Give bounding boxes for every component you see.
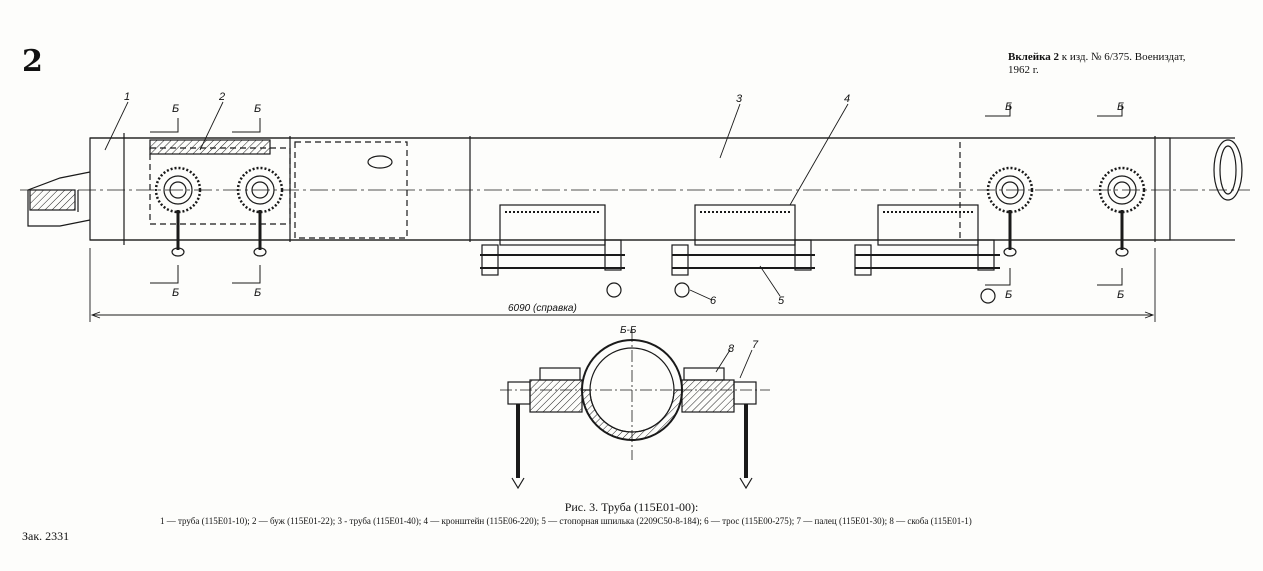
insert-note-line1: к изд. № 6/375. Воениздат, [1059,51,1186,63]
dimension-line [89,248,1156,322]
part-label-5: 5 [778,295,785,307]
clamp-ring-4 [1098,166,1146,257]
part-label-6: 6 [710,295,717,307]
section-mark: Б [172,287,179,299]
page-number: 2 [22,44,43,79]
part-label-2: 2 [218,91,225,103]
section-mark: Б [254,103,261,115]
clamp-ring-1 [154,166,202,257]
part-label-8: 8 [728,343,735,355]
section-arrows [150,104,1123,286]
insert-note: Вклейка 2 к изд. № 6/375. Воениздат, 196… [1008,51,1258,77]
clamp-ring-3 [986,166,1034,257]
tube-body [20,133,1250,245]
section-mark: Б [1117,101,1124,113]
section-view [500,330,770,490]
bracket-1 [480,204,625,298]
insert-note-line2: 1962 г. [1008,64,1039,76]
part-label-4: 4 [844,93,850,105]
section-mark: Б [254,287,261,299]
figure-caption-title: Рис. 3. Труба (115Е01-00): [564,500,699,514]
part-label-1: 1 [124,91,130,103]
nose-cone [27,171,91,227]
section-mark: Б [1005,289,1012,301]
clamp-ring-2 [236,166,284,257]
section-title: Б-Б [620,325,637,336]
section-marks: Б Б Б Б Б Б Б Б [172,101,1124,301]
part-label-7: 7 [752,339,759,351]
part-labels: 1 2 3 4 5 6 7 8 [124,91,850,355]
insert-note-bold: Вклейка 2 [1008,51,1059,63]
bracket-3 [854,204,1000,304]
figure-caption-legend: 1 — труба (115Е01-10); 2 — буж (115Е01-2… [160,516,972,526]
part-label-3: 3 [736,93,743,105]
section-mark: Б [172,103,179,115]
bracket-2 [671,204,815,298]
order-number: Зак. 2331 [22,529,70,543]
leader-lines [104,101,849,301]
section-mark: Б [1117,289,1124,301]
section-mark: Б [1005,101,1012,113]
dimension-label: 6090 (справка) [508,303,577,314]
